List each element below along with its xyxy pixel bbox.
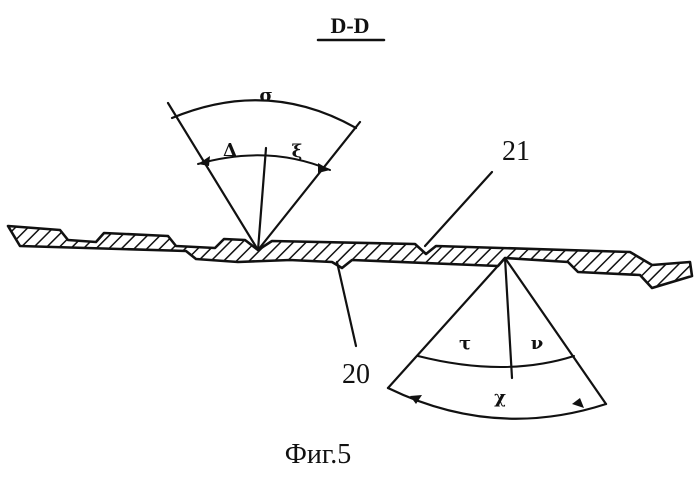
lower-inner-arc (418, 356, 574, 367)
upper-cone-left-line (168, 103, 258, 250)
lower-angle: τ ν χ (388, 258, 606, 419)
upper-angle: σ Δ ξ (168, 85, 360, 250)
section-title: D-D (330, 13, 369, 38)
upper-axis-line (258, 148, 266, 250)
angle-delta-label: Δ (223, 140, 237, 161)
ref-number-21: 21 (502, 136, 530, 167)
lower-arc-arrow-right (572, 398, 584, 408)
lower-cone-left-line (388, 258, 505, 388)
figure-caption: Фиг.5 (285, 439, 351, 470)
leader-line-21 (425, 172, 492, 246)
angle-tau-label: τ (459, 333, 471, 354)
ref-number-20: 20 (342, 359, 370, 390)
angle-chi-label: χ (494, 387, 506, 408)
leader-line-20 (337, 262, 356, 346)
upper-cone-right-line (258, 122, 360, 250)
angle-sigma-label: σ (259, 85, 272, 106)
plate-cross-section (8, 226, 692, 288)
lower-axis-line (505, 258, 512, 378)
lower-cone-right-line (505, 258, 606, 404)
angle-nu-label: ν (531, 333, 544, 354)
angle-xi-label: ξ (292, 141, 303, 162)
upper-arc-arrow-right (318, 163, 330, 173)
